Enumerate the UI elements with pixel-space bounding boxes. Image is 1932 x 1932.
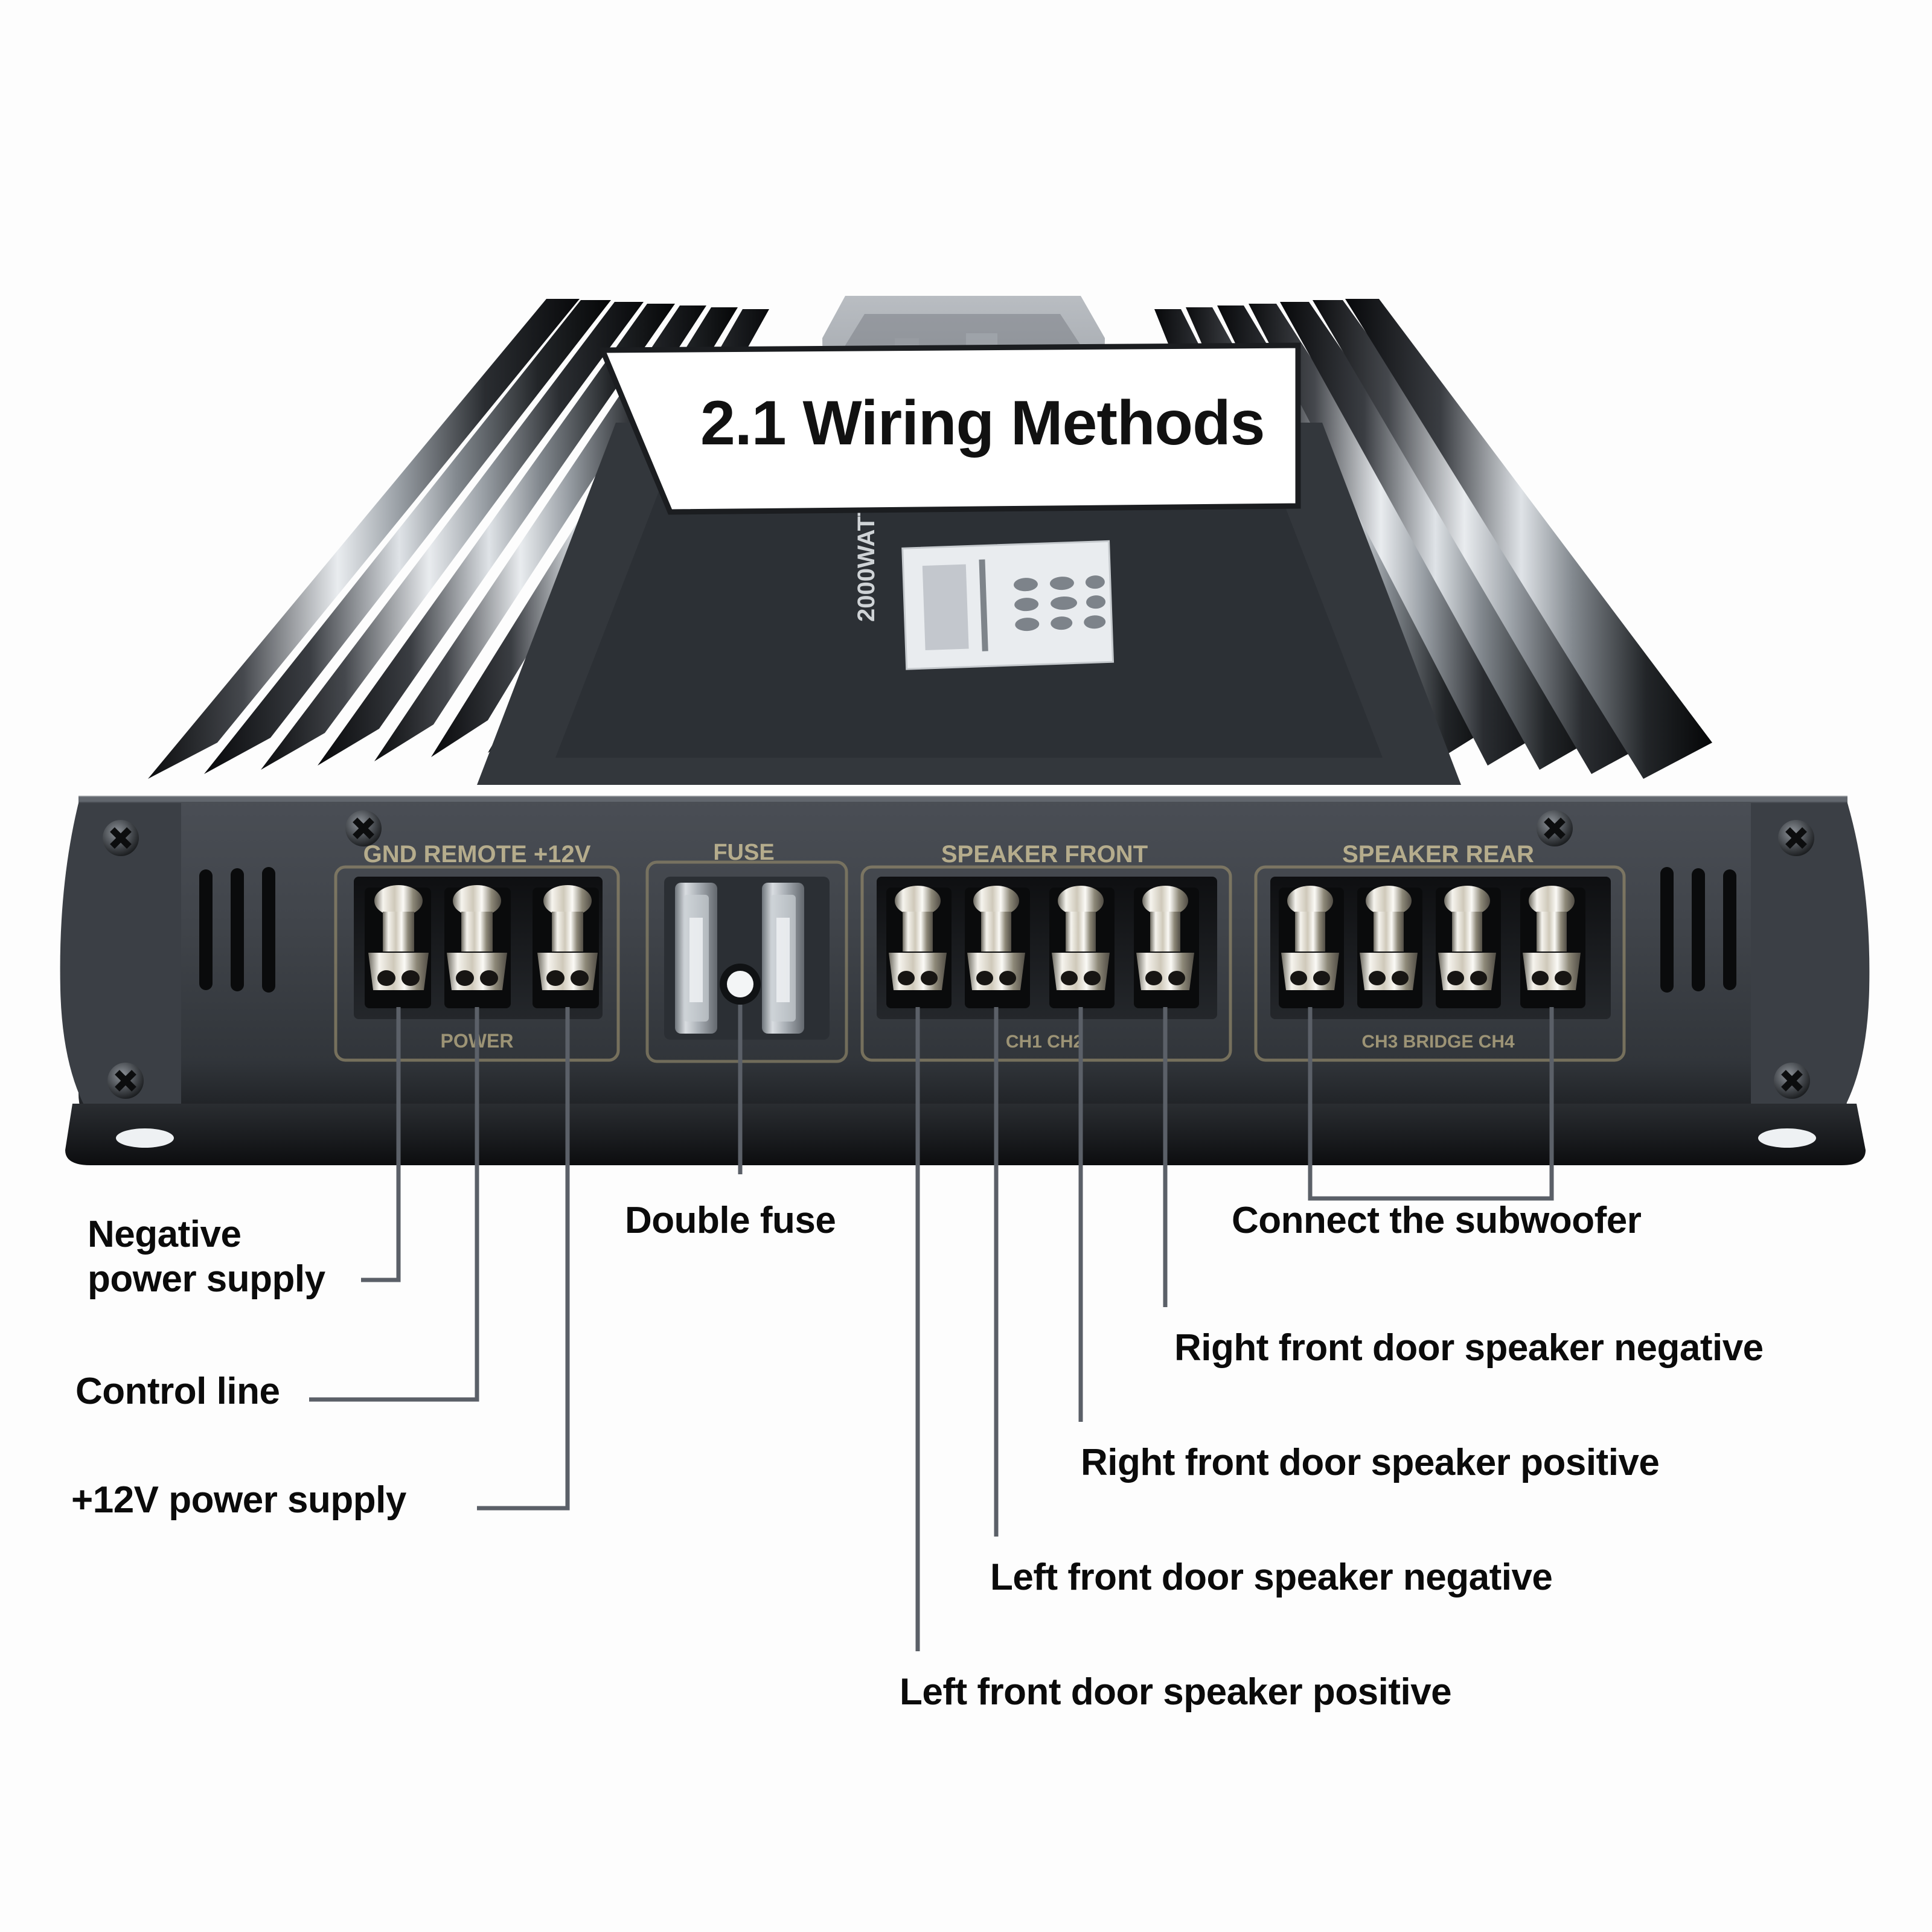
screw-top-right [1778, 820, 1814, 856]
leader-control-line [309, 1007, 479, 1402]
callout-double-fuse: Double fuse [625, 1200, 836, 1241]
screw-top-right-inner [1537, 810, 1573, 846]
leader-connect-subwoofer [1308, 1007, 1554, 1201]
fuse-left [675, 883, 717, 1034]
callout-right-front-door-speaker-negative: Right front door speaker negative [1174, 1327, 1764, 1369]
silkscreen-front: SPEAKER FRONT [941, 841, 1148, 868]
heatsink-assembly: 2000WATTS [148, 296, 1712, 785]
terminal-block-fuse: FUSE [645, 840, 848, 1063]
callout-connect-the-subwoofer: Connect the subwoofer [1232, 1200, 1642, 1241]
spec-sticker [901, 540, 1115, 670]
mount-slot-right [1758, 1128, 1816, 1148]
silkscreen-fuse: FUSE [713, 840, 774, 865]
screw-bottom-right [1774, 1063, 1810, 1099]
screw-top-left-inner [345, 810, 382, 846]
rear-posts [1281, 886, 1581, 990]
power-posts [368, 885, 598, 990]
callout-control-line: Control line [75, 1371, 280, 1412]
terminal-block-power: GND REMOTE +12V POWER [334, 841, 620, 1062]
leader-negative-power-supply [361, 1007, 401, 1282]
fuse-right [762, 883, 804, 1034]
mount-slot-left [116, 1128, 174, 1148]
callout-right-front-door-speaker-positive: Right front door speaker positive [1081, 1442, 1660, 1483]
callout-left-front-door-speaker-negative: Left front door speaker negative [990, 1556, 1553, 1598]
panel-screws [103, 810, 1814, 1099]
title-banner [598, 342, 1301, 515]
front-posts [889, 886, 1194, 990]
callout-leader-lines [309, 1005, 1554, 1651]
page-title: 2.1 Wiring Methods [700, 388, 1265, 458]
silkscreen-rear: SPEAKER REAR [1342, 841, 1534, 868]
terminal-block-speaker-front: SPEAKER FRONT CH1 CH2 [860, 841, 1232, 1062]
vent-slots-left [199, 867, 275, 993]
amplifier-front-panel: GND REMOTE +12V POWER [60, 796, 1870, 1165]
callout-negative-power-supply-line2: power supply [88, 1258, 325, 1300]
silkscreen-power: GND REMOTE +12V [363, 841, 591, 868]
screw-bottom-left [107, 1063, 144, 1099]
callout-negative-power-supply-line1: Negative [88, 1214, 242, 1255]
vent-slots-right [1660, 867, 1736, 993]
screw-top-left [103, 820, 139, 856]
silkscreen-rear-sub: CH3 BRIDGE CH4 [1361, 1032, 1515, 1052]
mounting-flange [65, 1104, 1866, 1165]
silkscreen-front-sub: CH1 CH2 [1006, 1032, 1083, 1052]
leader-12v-power-supply [477, 1007, 570, 1511]
terminal-block-speaker-rear: SPEAKER REAR CH3 BRIDGE CH4 [1254, 841, 1626, 1062]
callout-left-front-door-speaker-positive: Left front door speaker positive [900, 1671, 1452, 1713]
callout-12v-power-supply: +12V power supply [71, 1479, 406, 1521]
